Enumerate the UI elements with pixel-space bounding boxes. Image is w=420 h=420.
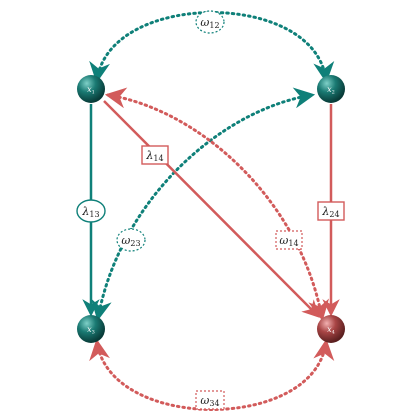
- node-x4: x4: [317, 315, 345, 343]
- svg-text:λ13: λ13: [81, 205, 99, 219]
- svg-text:x3: x3: [87, 325, 95, 336]
- node-x3: x3: [77, 315, 105, 343]
- svg-text:λ24: λ24: [321, 205, 339, 219]
- label-omega14: ω14: [275, 230, 303, 250]
- label-omega34: ω34: [195, 390, 225, 410]
- node-x2: x2: [317, 75, 345, 103]
- svg-text:x2: x2: [327, 85, 335, 96]
- svg-text:ω34: ω34: [200, 394, 219, 408]
- svg-text:x1: x1: [87, 85, 95, 96]
- label-omega23: ω23: [116, 228, 146, 252]
- label-lambda14: λ14: [141, 145, 169, 165]
- label-lambda24: λ24: [317, 201, 345, 221]
- edge-lambda14: [103, 100, 320, 318]
- svg-text:ω12: ω12: [200, 16, 219, 30]
- node-x1: x1: [77, 75, 105, 103]
- svg-text:ω23: ω23: [121, 234, 140, 248]
- svg-text:ω14: ω14: [279, 234, 298, 248]
- label-omega12: ω12: [195, 10, 225, 34]
- svg-text:λ14: λ14: [145, 149, 163, 163]
- label-lambda13: λ13: [76, 199, 106, 223]
- edge-omega14: [104, 87, 330, 322]
- svg-text:x4: x4: [327, 325, 335, 336]
